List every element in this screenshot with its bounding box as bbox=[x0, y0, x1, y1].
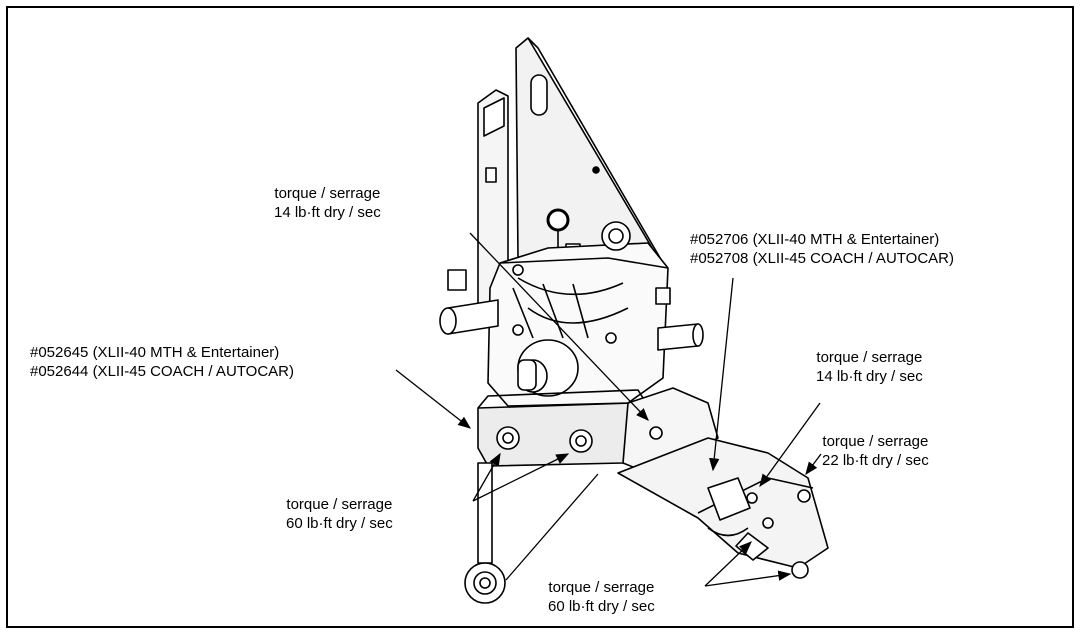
callout-bottom-left: torque / serrage 60 lb·ft dry / sec bbox=[286, 495, 393, 533]
callout-bottom-center: torque / serrage 60 lb·ft dry / sec bbox=[548, 578, 655, 616]
callout-top-left: torque / serrage 14 lb·ft dry / sec bbox=[274, 184, 381, 222]
assembly-drawing bbox=[395, 37, 829, 604]
callout-right-upper: torque / serrage 14 lb·ft dry / sec bbox=[816, 348, 923, 386]
callout-part-b-line1: #052645 (XLII-40 MTH & Entertainer) bbox=[30, 344, 280, 361]
callout-right-mid: torque / serrage 22 lb·ft dry / sec bbox=[822, 432, 929, 470]
callout-part-a-line2: #052708 (XLII-45 COACH / AUTOCAR) bbox=[690, 250, 954, 267]
callout-part-b: #052645 (XLII-40 MTH & Entertainer) #052… bbox=[30, 343, 294, 381]
callout-bottom-center-line1: torque / serrage bbox=[548, 579, 655, 596]
callout-part-a: #052706 (XLII-40 MTH & Entertainer) #052… bbox=[690, 230, 954, 268]
callout-right-upper-line2: 14 lb·ft dry / sec bbox=[816, 368, 923, 385]
eye-bolt bbox=[546, 208, 570, 232]
callout-right-mid-line1: torque / serrage bbox=[822, 433, 929, 450]
figure-frame: torque / serrage 14 lb·ft dry / sec #052… bbox=[6, 6, 1074, 628]
callout-bottom-left-line1: torque / serrage bbox=[286, 496, 393, 513]
callout-top-left-line2: 14 lb·ft dry / sec bbox=[274, 204, 381, 221]
callout-bottom-center-line2: 60 lb·ft dry / sec bbox=[548, 598, 655, 615]
callout-bottom-left-line2: 60 lb·ft dry / sec bbox=[286, 515, 393, 532]
callout-right-mid-line2: 22 lb·ft dry / sec bbox=[822, 452, 929, 469]
callout-right-upper-line1: torque / serrage bbox=[816, 349, 923, 366]
callout-top-left-line1: torque / serrage bbox=[274, 185, 381, 202]
callout-part-a-line1: #052706 (XLII-40 MTH & Entertainer) bbox=[690, 231, 940, 248]
callout-part-b-line2: #052644 (XLII-45 COACH / AUTOCAR) bbox=[30, 363, 294, 380]
